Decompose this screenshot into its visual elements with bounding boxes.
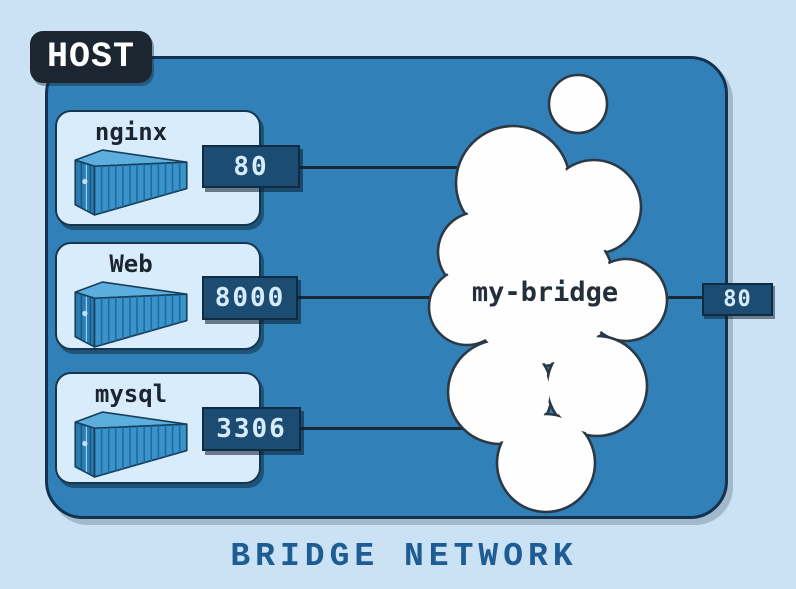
shipping-container-icon bbox=[74, 411, 188, 478]
host-label: HOST bbox=[46, 37, 135, 77]
container-name: mysql bbox=[94, 380, 168, 408]
connection-line-web bbox=[294, 296, 550, 299]
connection-line-mysql bbox=[297, 427, 550, 430]
port-badge-mysql: 3306 bbox=[202, 407, 301, 451]
shipping-container-icon bbox=[74, 149, 188, 216]
card-content: nginx bbox=[61, 112, 201, 221]
container-name: nginx bbox=[94, 118, 168, 146]
port-badge-host-published: 80 bbox=[702, 283, 773, 316]
port-number: 80 bbox=[233, 151, 269, 182]
network-cloud-icon bbox=[427, 73, 669, 514]
connection-line-nginx bbox=[296, 166, 550, 169]
port-badge-nginx: 80 bbox=[202, 145, 300, 188]
host-label-badge: HOST bbox=[30, 31, 152, 83]
card-content: Web bbox=[61, 244, 201, 353]
diagram-caption: BRIDGE NETWORK bbox=[230, 538, 578, 575]
container-card-web: Web bbox=[55, 242, 261, 350]
port-number: 8000 bbox=[214, 283, 286, 313]
card-content: mysql bbox=[61, 374, 201, 483]
shipping-container-icon bbox=[74, 281, 188, 348]
container-card-nginx: nginx bbox=[55, 110, 261, 226]
container-name: Web bbox=[109, 250, 153, 278]
port-number: 80 bbox=[723, 287, 752, 312]
port-number: 3306 bbox=[216, 414, 287, 444]
bridge-network-name: my-bridge bbox=[471, 277, 619, 308]
port-badge-web: 8000 bbox=[202, 276, 298, 320]
